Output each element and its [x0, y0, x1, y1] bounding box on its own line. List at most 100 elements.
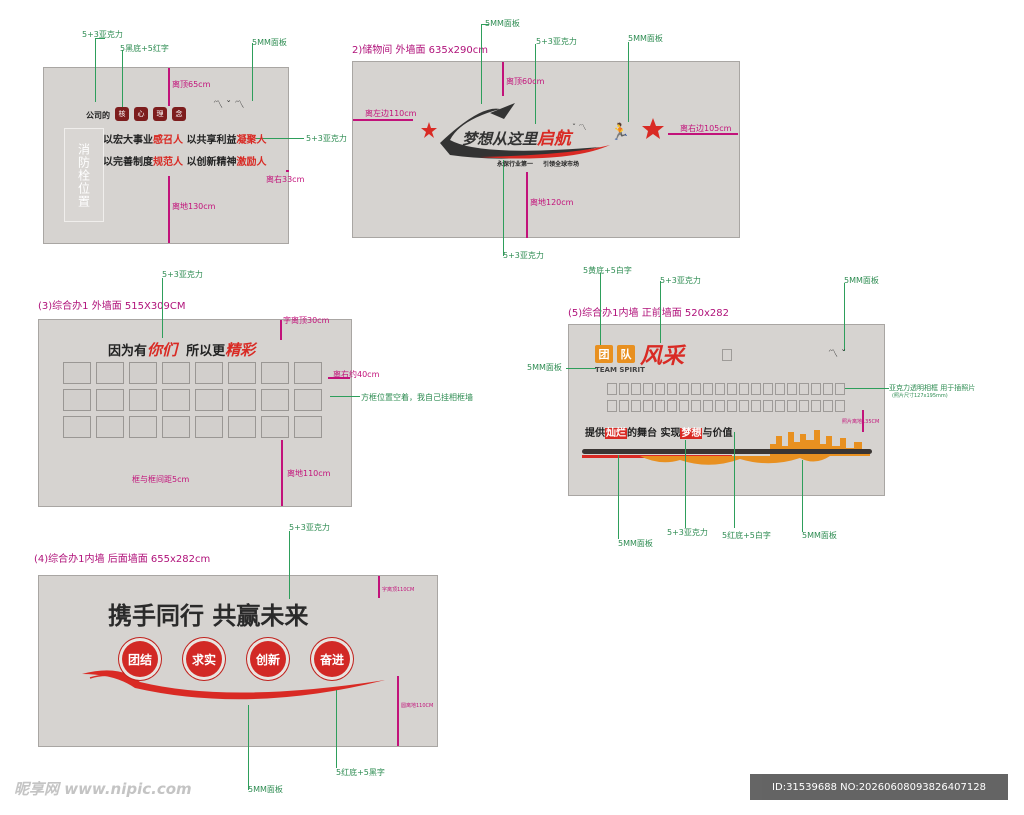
panel-title: (3)综合办1 外墙面 515X309CM	[38, 301, 186, 312]
photo-cell	[643, 400, 653, 412]
photo-frame-slot	[63, 416, 91, 438]
photo-cell	[763, 383, 773, 395]
photo-cell	[799, 383, 809, 395]
photo-cell	[751, 383, 761, 395]
annotation: 5MM面板	[485, 19, 520, 28]
photo-cell	[631, 383, 641, 395]
annotation: 5+3亚克力	[503, 251, 544, 260]
photo-cell	[775, 400, 785, 412]
slogan: 梦想从这里启航	[462, 129, 572, 149]
wall-panel-3	[38, 319, 352, 507]
core-value-badge: 核	[115, 107, 129, 121]
panel3-heading: 因为有你们 所以更精彩	[108, 341, 256, 359]
annotation: 亚克力透明相框 用于插照片	[889, 384, 976, 392]
measure-label: 离右33cm	[266, 175, 305, 184]
photo-cell	[739, 383, 749, 395]
panel5-line: 提供灿烂的舞台 实现梦想与价值	[585, 428, 733, 439]
photo-frame-slot	[294, 389, 322, 411]
annotation: 5+3亚克力	[667, 528, 708, 537]
image-id-text: ID:31539688 NO:20260608093826407128	[772, 781, 986, 793]
red-swoosh	[82, 670, 385, 700]
team-script: 风采	[640, 344, 685, 369]
orange-wave	[640, 456, 830, 465]
photo-cell	[775, 383, 785, 395]
annotation: 方框位置空着，我自己挂相框墙	[361, 393, 473, 402]
hydrant-position: 消防栓位置	[64, 128, 104, 222]
photo-frame-slot	[261, 416, 289, 438]
annotation: 5黑底+5红字	[120, 44, 169, 53]
panel-title: (4)综合办1内墙 后面墙面 655x282cm	[34, 554, 211, 565]
annotation: 5红底+5白字	[722, 531, 771, 540]
photo-frame-slot	[129, 416, 157, 438]
photo-cell	[655, 383, 665, 395]
birds-icon: 〽 ˇ	[828, 349, 847, 360]
subline-2: 引领全球市场	[543, 161, 580, 168]
photo-frame-slot	[129, 362, 157, 384]
photo-cell	[715, 383, 725, 395]
svg-text:🏃: 🏃	[610, 122, 630, 141]
annotation: 5+3亚克力	[82, 30, 123, 39]
wall-panel-2	[352, 61, 740, 238]
core-value-badge: 念	[172, 107, 186, 121]
core-line-1: 以宏大事业感召人 以共享利益凝聚人	[103, 135, 267, 146]
measure-label: 字离顶30cm	[283, 316, 330, 325]
photo-frame-slot	[294, 416, 322, 438]
photo-cell	[787, 400, 797, 412]
photo-cell	[691, 383, 701, 395]
photo-frame-slot	[294, 362, 322, 384]
photo-cell	[751, 400, 761, 412]
photo-frame-slot	[63, 362, 91, 384]
measure-label: 离右边105cm	[680, 124, 732, 133]
annotation: 5MM面板	[248, 785, 283, 794]
photo-frame-slot	[162, 362, 190, 384]
photo-cell	[679, 383, 689, 395]
photo-cell	[643, 383, 653, 395]
value-circle: 奋进	[314, 641, 350, 677]
photo-cell	[715, 400, 725, 412]
panel4-heading: 携手同行 共赢未来	[108, 602, 309, 630]
site-watermark: 昵享网 www.nipic.com	[14, 780, 192, 798]
value-circle: 求实	[186, 641, 222, 677]
photo-cell	[835, 400, 845, 412]
photo-frame-slot	[129, 389, 157, 411]
annotation: 5MM面板	[844, 276, 879, 285]
annotation: 5+3亚克力	[660, 276, 701, 285]
photo-cell	[667, 400, 677, 412]
photo-cell	[631, 400, 641, 412]
photo-frame-slot	[228, 362, 256, 384]
measure-label: 离地120cm	[530, 198, 574, 207]
measure-label: 离左边110cm	[365, 109, 417, 118]
company-label: 公司的	[86, 111, 110, 120]
core-value-badge: 理	[153, 107, 167, 121]
photo-frame-slot	[96, 416, 124, 438]
photo-frame-slot	[261, 389, 289, 411]
image-id-bar: ID:31539688 NO:20260608093826407128	[750, 774, 1008, 800]
annotation: (照片尺寸127x195mm)	[892, 393, 948, 399]
photo-frame-slot	[96, 389, 124, 411]
core-value-badge: 心	[134, 107, 148, 121]
photo-cell	[835, 383, 845, 395]
photo-frame-slot	[261, 362, 289, 384]
photo-cell	[811, 400, 821, 412]
photo-frame-slot	[96, 362, 124, 384]
photo-cell	[607, 400, 617, 412]
subline-1: 永保行业第一	[497, 161, 534, 168]
annotation: 5+3亚克力	[536, 37, 577, 46]
birds-icon: 〽 ˇ 〽	[213, 100, 245, 111]
team-badge: 队	[617, 345, 635, 363]
core-line-2: 以完善制度规范人 以创新精神激励人	[103, 157, 267, 168]
photo-cell	[703, 400, 713, 412]
wall-panel-4	[38, 575, 438, 747]
annotation: 5黄底+5白字	[583, 266, 632, 275]
photo-cell	[799, 400, 809, 412]
photo-cell	[619, 383, 629, 395]
launch-swoosh: 🏃	[421, 103, 664, 159]
photo-cell	[727, 383, 737, 395]
value-circle: 团结	[122, 641, 158, 677]
birds-icon: ˇ 〽	[572, 123, 587, 132]
photo-frame-slot	[63, 389, 91, 411]
photo-cell	[703, 383, 713, 395]
photo-cell	[823, 383, 833, 395]
photo-cell	[607, 383, 617, 395]
panel-title: (5)综合办1内墙 正前墙面 520x282	[568, 308, 729, 319]
